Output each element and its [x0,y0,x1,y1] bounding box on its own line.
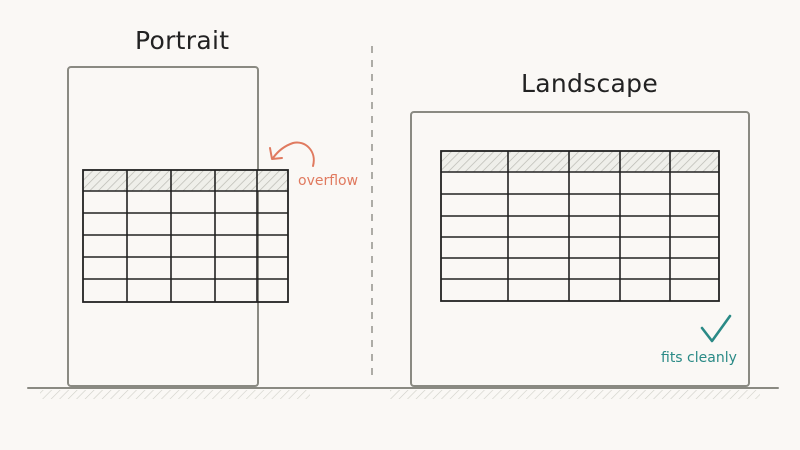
portrait-table-grid [83,170,288,302]
landscape-table-border [440,150,720,302]
overflow-label: overflow [298,173,359,189]
landscape-page-frame [410,111,750,387]
portrait-table [82,169,289,303]
landscape-table [440,150,720,302]
landscape-title: Landscape [521,69,659,98]
landscape-table-grid [441,151,719,301]
ground-shadow-left [40,390,310,399]
landscape-table-header [441,151,719,172]
checkmark-icon [700,314,732,343]
portrait-table-header [83,170,288,191]
portrait-table-border [82,169,289,303]
portrait-title: Portrait [135,26,230,55]
portrait-page-frame [67,66,259,387]
fits-cleanly-label: fits cleanly [661,350,737,366]
curved-arrow-icon [269,141,315,167]
ground-shadow-right [390,390,760,399]
